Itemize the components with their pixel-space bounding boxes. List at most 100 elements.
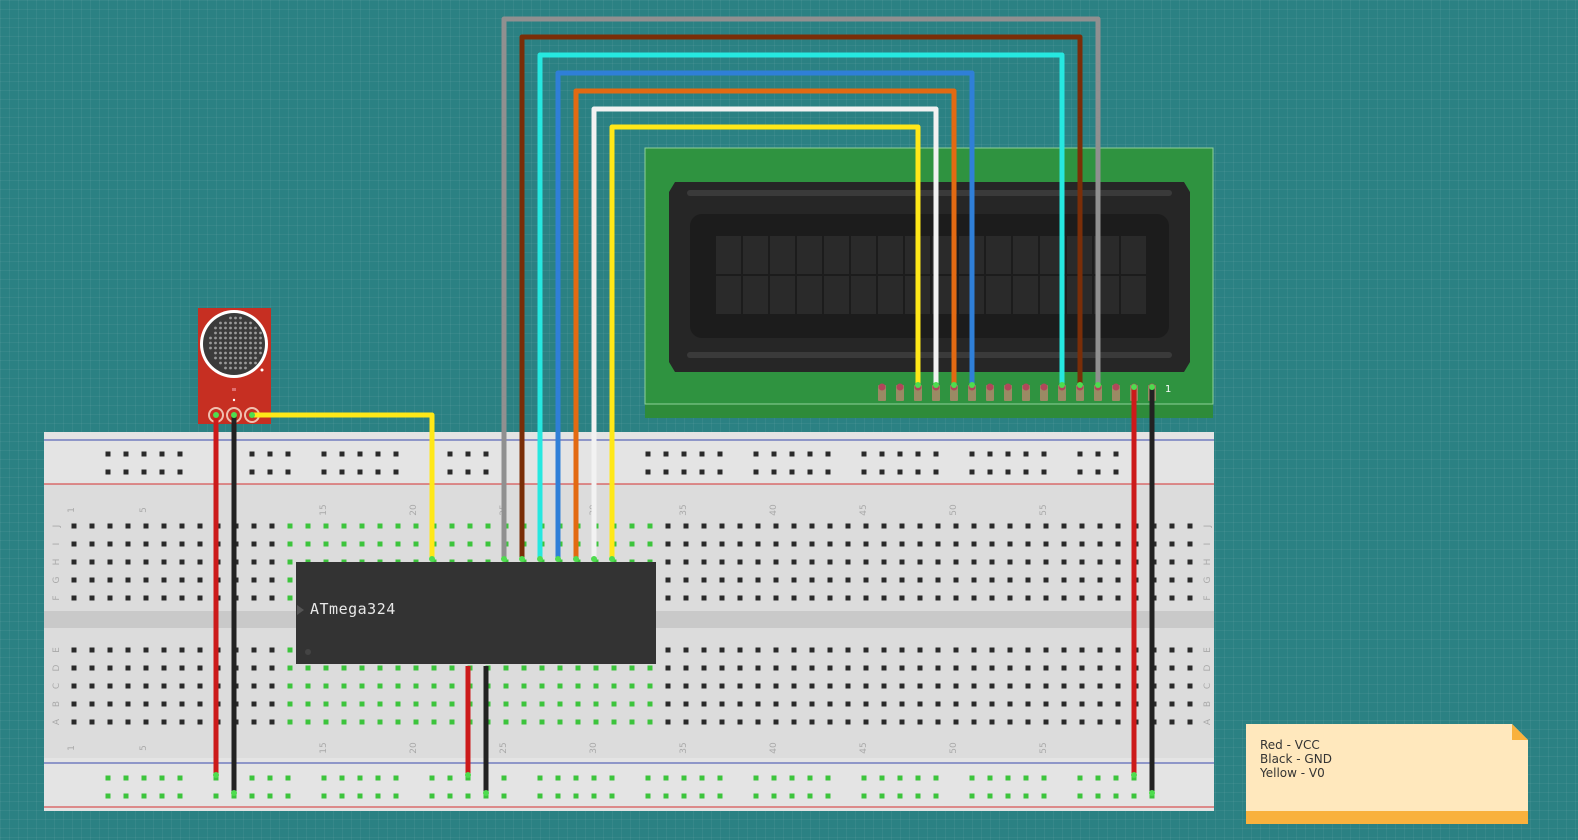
- breadboard-hole: [1115, 647, 1121, 653]
- breadboard-hole: [1187, 559, 1193, 565]
- breadboard-hole: [377, 719, 383, 725]
- breadboard-hole: [503, 701, 509, 707]
- mic-grille-hole: [214, 326, 217, 330]
- breadboard-hole: [737, 577, 743, 583]
- column-label: 30: [589, 742, 599, 754]
- microphone-module: [198, 308, 271, 424]
- breadboard-hole: [107, 665, 113, 671]
- sticky-note[interactable]: Red - VCC Black - GND Yellow - V0: [1246, 724, 1528, 824]
- breadboard-hole: [611, 665, 617, 671]
- breadboard-hole: [71, 701, 77, 707]
- breadboard-hole: [953, 523, 959, 529]
- breadboard-hole: [899, 541, 905, 547]
- lcd-char-cell: [851, 236, 876, 274]
- breadboard-hole: [737, 665, 743, 671]
- breadboard-hole: [107, 647, 113, 653]
- breadboard-hole: [845, 701, 851, 707]
- breadboard-hole: [1025, 559, 1031, 565]
- breadboard-hole: [89, 719, 95, 725]
- breadboard-hole: [665, 701, 671, 707]
- breadboard-hole: [89, 577, 95, 583]
- rail-hole: [663, 775, 669, 781]
- breadboard-hole: [791, 701, 797, 707]
- mic-grille-hole: [244, 366, 247, 370]
- breadboard-hole: [1025, 665, 1031, 671]
- breadboard-hole: [143, 701, 149, 707]
- rail-hole: [393, 469, 399, 475]
- breadboard-hole: [755, 595, 761, 601]
- breadboard-hole: [575, 683, 581, 689]
- breadboard-hole: [719, 559, 725, 565]
- wire-endpoint: [915, 382, 921, 388]
- lcd-char-cell: [770, 236, 795, 274]
- mic-grille-hole: [219, 346, 222, 350]
- breadboard-hole: [809, 595, 815, 601]
- breadboard-hole: [1169, 559, 1175, 565]
- breadboard-hole: [593, 719, 599, 725]
- column-label: 55: [1039, 504, 1049, 515]
- rail-hole: [681, 793, 687, 799]
- breadboard-hole: [251, 541, 257, 547]
- mic-grille-hole: [224, 356, 227, 360]
- mic-grille-hole: [254, 336, 257, 340]
- wire-endpoint: [537, 556, 543, 562]
- breadboard-hole: [809, 559, 815, 565]
- rail-hole: [663, 793, 669, 799]
- rail-hole: [483, 469, 489, 475]
- wire-white[interactable]: [591, 106, 939, 559]
- breadboard-hole: [575, 665, 581, 671]
- wire-orange[interactable]: [573, 88, 957, 559]
- wire-mic-yellow[interactable]: [252, 412, 435, 559]
- breadboard-hole: [1115, 595, 1121, 601]
- note-line-gnd: Black - GND: [1260, 752, 1332, 766]
- breadboard-hole: [143, 683, 149, 689]
- mic-grille-hole: [239, 341, 242, 345]
- note-paper: [1246, 724, 1528, 824]
- wire-yellow[interactable]: [609, 124, 921, 559]
- rail-hole: [339, 451, 345, 457]
- mic-grille-hole: [234, 321, 237, 325]
- breadboard-hole: [1187, 647, 1193, 653]
- wire-blue[interactable]: [555, 70, 975, 559]
- row-label: C: [52, 683, 62, 689]
- rail-hole: [177, 775, 183, 781]
- rail-hole: [933, 451, 939, 457]
- breadboard-hole: [485, 541, 491, 547]
- mic-grille-hole: [244, 351, 247, 355]
- rail-hole: [681, 775, 687, 781]
- breadboard-hole: [1061, 595, 1067, 601]
- breadboard-hole: [125, 559, 131, 565]
- breadboard-hole: [827, 595, 833, 601]
- rail-hole: [393, 775, 399, 781]
- mic-grille-hole: [219, 341, 222, 345]
- rail-hole: [573, 793, 579, 799]
- breadboard-hole: [1007, 647, 1013, 653]
- breadboard-hole: [989, 559, 995, 565]
- breadboard-hole: [917, 701, 923, 707]
- breadboard-hole: [1169, 647, 1175, 653]
- wire-endpoint: [1149, 790, 1155, 796]
- wire-endpoint: [969, 382, 975, 388]
- breadboard-hole: [377, 683, 383, 689]
- breadboard-hole: [107, 577, 113, 583]
- breadboard-hole: [647, 719, 653, 725]
- breadboard-hole: [125, 577, 131, 583]
- rail-hole: [897, 775, 903, 781]
- wire-brown[interactable]: [519, 34, 1083, 559]
- breadboard-hole: [143, 523, 149, 529]
- breadboard-hole: [467, 541, 473, 547]
- note-band: [1246, 811, 1528, 824]
- rail-hole: [861, 451, 867, 457]
- breadboard-hole: [521, 719, 527, 725]
- mic-grille-hole: [234, 346, 237, 350]
- breadboard-hole: [845, 577, 851, 583]
- breadboard-hole: [287, 701, 293, 707]
- wire-gray[interactable]: [501, 16, 1101, 559]
- breadboard-hole: [359, 701, 365, 707]
- lcd-character-cells: [716, 236, 1146, 314]
- lcd-char-cell: [716, 276, 741, 314]
- breadboard-hole: [179, 665, 185, 671]
- wire-cyan[interactable]: [537, 52, 1065, 559]
- breadboard-hole: [809, 701, 815, 707]
- breadboard-hole: [89, 595, 95, 601]
